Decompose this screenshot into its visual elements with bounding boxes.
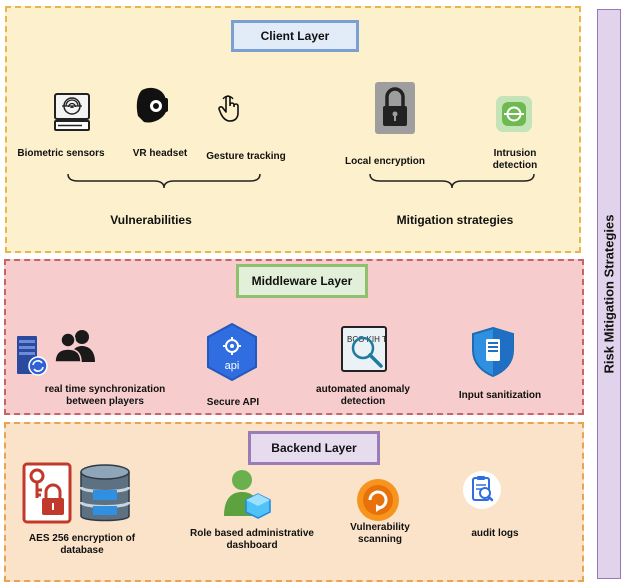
shield-server-icon xyxy=(472,326,514,378)
mitigation-strategies-group-label: Mitigation strategies xyxy=(396,213,514,227)
vulnerability-scan-icon xyxy=(357,479,399,521)
gesture-tracking-label: Gesture tracking xyxy=(206,151,286,162)
intrusion-detection-icon xyxy=(496,96,532,132)
middleware-layer-title: Middleware Layer xyxy=(236,264,368,298)
intrusion-detection-label: Intrusion detection xyxy=(492,148,538,171)
biometric-sensors-label: Biometric sensors xyxy=(17,148,105,159)
aes-256-encryption-label: AES 256 encryption of database xyxy=(28,533,136,556)
encryption-key-lock-icon xyxy=(22,462,72,524)
vulnerabilities-group-label: Vulnerabilities xyxy=(110,213,192,227)
side-label: Risk Mitigation Strategies xyxy=(601,214,617,374)
backend-layer-title: Backend Layer xyxy=(248,431,380,465)
vr-headset-icon xyxy=(136,87,168,123)
role-based-dashboard-label: Role based administrative dashboard xyxy=(190,528,314,551)
vr-headset-label: VR headset xyxy=(132,148,188,159)
vulnerability-scanning-label: Vulnerability scanning xyxy=(350,522,410,545)
database-icon xyxy=(79,464,131,522)
padlock-icon xyxy=(375,82,415,134)
players-group-icon xyxy=(54,330,95,362)
admin-user-icon xyxy=(224,470,271,519)
secure-api-label: Secure API xyxy=(206,397,260,408)
risk-mitigation-strategies-bar: Risk Mitigation Strategies xyxy=(597,9,621,579)
api-hexagon-icon: api xyxy=(207,322,257,382)
anomaly-detection-icon: BCO KIH TDS xyxy=(341,326,387,372)
vulnerabilities-brace xyxy=(67,173,261,189)
input-sanitization-label: Input sanitization xyxy=(458,390,542,401)
audit-logs-icon xyxy=(463,471,501,509)
audit-logs-label: audit logs xyxy=(471,528,519,539)
server-sync-icon xyxy=(17,336,48,376)
real-time-synchronization-label: real time synchronization between player… xyxy=(44,384,166,407)
fingerprint-scanner-icon xyxy=(54,93,90,131)
client-layer-title: Client Layer xyxy=(231,20,359,52)
gesture-hand-icon xyxy=(218,95,239,122)
mitigation-strategies-brace xyxy=(369,173,535,189)
local-encryption-label: Local encryption xyxy=(344,156,425,167)
api-icon-text: api xyxy=(225,360,240,372)
automated-anomaly-detection-label: automated anomaly detection xyxy=(316,384,410,407)
